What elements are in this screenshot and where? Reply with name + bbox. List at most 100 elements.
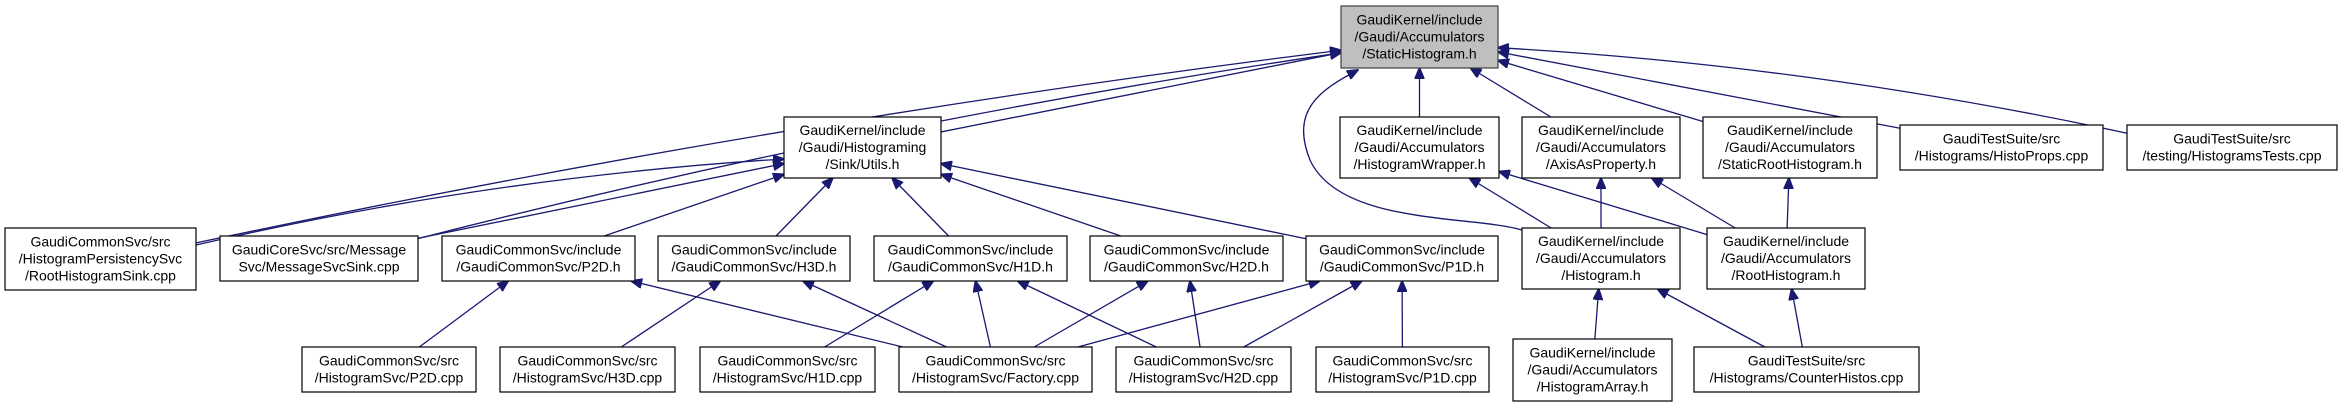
node-histoarray[interactable]: GaudiKernel/include/Gaudi/Accumulators/H…: [1512, 338, 1673, 402]
edge-h2dh-to-utils: [941, 174, 1122, 237]
node-box: [898, 346, 1093, 393]
node-label-line: GaudiCommonSvc/src: [319, 353, 459, 369]
node-p1dh[interactable]: GaudiCommonSvc/include/GaudiCommonSvc/P1…: [1305, 235, 1499, 282]
node-label-line: /HistogramSvc/P2D.cpp: [315, 370, 464, 386]
edge-utils-to-root: [940, 53, 1341, 133]
node-h2dcpp[interactable]: GaudiCommonSvc/src/HistogramSvc/H2D.cpp: [1115, 346, 1292, 393]
node-label-line: /GaudiCommonSvc/P2D.h: [456, 259, 620, 275]
node-rootsink[interactable]: GaudiCommonSvc/src/HistogramPersistencyS…: [4, 227, 197, 291]
node-box: [1521, 227, 1681, 290]
node-label-line: /HistogramSvc/H2D.cpp: [1129, 370, 1279, 386]
node-label-line: /HistogramArray.h: [1537, 379, 1649, 395]
edge-h3dcpp-to-h3dh: [620, 281, 720, 348]
node-label-line: GaudiKernel/include: [799, 122, 925, 138]
edge-msgsink-to-utils: [417, 164, 784, 239]
node-box: [1340, 5, 1499, 69]
node-box: [4, 227, 197, 291]
node-utils[interactable]: GaudiKernel/include/Gaudi/Histograming/S…: [783, 116, 942, 179]
edge-rootsink-to-root: [195, 50, 1341, 244]
node-label-line: /Gaudi/Accumulators: [1528, 362, 1658, 378]
edge-factory-to-p1dh: [1077, 281, 1320, 348]
node-box: [1706, 227, 1866, 290]
node-wrapper[interactable]: GaudiKernel/include/Gaudi/Accumulators/H…: [1339, 116, 1500, 179]
edge-factory-to-h3dh: [803, 281, 947, 348]
edge-h1dh-to-utils: [892, 178, 950, 237]
node-label-line: /Histogram.h: [1561, 267, 1640, 283]
node-histoprops[interactable]: GaudiTestSuite/src/Histograms/HistoProps…: [1899, 124, 2104, 171]
node-box: [1512, 338, 1673, 402]
edges-layer: [195, 48, 2128, 348]
edge-p2dh-to-utils: [603, 174, 784, 237]
node-label-line: GaudiCommonSvc/include: [456, 242, 622, 258]
node-label-line: GaudiKernel/include: [1723, 233, 1849, 249]
node-label-line: GaudiCommonSvc/src: [925, 353, 1065, 369]
edge-roothisto-to-wrapper: [1499, 172, 1708, 236]
node-msgsink[interactable]: GaudiCoreSvc/src/MessageSvc/MessageSvcSi…: [219, 235, 419, 282]
node-label-line: GaudiCommonSvc/include: [1104, 242, 1270, 258]
node-label-line: GaudiCommonSvc/src: [517, 353, 657, 369]
node-label-line: /Gaudi/Accumulators: [1355, 29, 1485, 45]
node-label-line: GaudiCommonSvc/include: [671, 242, 837, 258]
node-label-line: GaudiCommonSvc/src: [1332, 353, 1472, 369]
node-label-line: /RootHistogramSink.cpp: [25, 268, 176, 284]
edge-rootsink-to-utils: [195, 159, 784, 246]
node-label-line: /Histograms/HistoProps.cpp: [1915, 148, 2089, 164]
node-label-line: /StaticHistogram.h: [1362, 46, 1476, 62]
node-label-line: /Gaudi/Accumulators: [1355, 139, 1485, 155]
node-roothisto[interactable]: GaudiKernel/include/Gaudi/Accumulators/R…: [1706, 227, 1866, 290]
node-box: [1305, 235, 1499, 282]
node-factory[interactable]: GaudiCommonSvc/src/HistogramSvc/Factory.…: [898, 346, 1093, 393]
node-label-line: /HistogramSvc/Factory.cpp: [912, 370, 1079, 386]
node-label-line: /AxisAsProperty.h: [1546, 156, 1656, 172]
node-label-line: /RootHistogram.h: [1732, 267, 1841, 283]
node-p2dcpp[interactable]: GaudiCommonSvc/src/HistogramSvc/P2D.cpp: [301, 346, 477, 393]
edge-histogram-to-wrapper: [1469, 178, 1552, 229]
node-label-line: /testing/HistogramsTests.cpp: [2143, 148, 2322, 164]
node-label-line: GaudiKernel/include: [1356, 122, 1482, 138]
node-counterhistos[interactable]: GaudiTestSuite/src/Histograms/CounterHis…: [1693, 346, 1920, 393]
node-box: [219, 235, 419, 282]
edge-counterhistos-to-roothisto: [1792, 289, 1803, 348]
node-box: [301, 346, 477, 393]
node-label-line: GaudiKernel/include: [1727, 122, 1853, 138]
node-box: [499, 346, 676, 393]
node-box: [1521, 116, 1681, 179]
node-box: [657, 235, 851, 282]
edge-roothisto-to-staticroot: [1787, 178, 1789, 229]
node-label-line: Svc/MessageSvcSink.cpp: [238, 259, 399, 275]
node-h2dh[interactable]: GaudiCommonSvc/include/GaudiCommonSvc/H2…: [1089, 235, 1284, 282]
node-tests[interactable]: GaudiTestSuite/src/testing/HistogramsTes…: [2126, 124, 2338, 171]
node-h3dcpp[interactable]: GaudiCommonSvc/src/HistogramSvc/H3D.cpp: [499, 346, 676, 393]
node-box: [873, 235, 1068, 282]
node-label-line: /GaudiCommonSvc/P1D.h: [1320, 259, 1484, 275]
node-h1dh[interactable]: GaudiCommonSvc/include/GaudiCommonSvc/H1…: [873, 235, 1068, 282]
node-label-line: /Gaudi/Accumulators: [1721, 250, 1851, 266]
edge-tests-to-root: [1498, 48, 2128, 134]
node-label-line: /Gaudi/Accumulators: [1536, 139, 1666, 155]
node-label-line: GaudiCommonSvc/src: [30, 234, 170, 250]
node-axis[interactable]: GaudiKernel/include/Gaudi/Accumulators/A…: [1521, 116, 1681, 179]
node-label-line: GaudiCommonSvc/src: [1133, 353, 1273, 369]
edge-histoarray-to-histogram: [1595, 289, 1599, 340]
node-h3dh[interactable]: GaudiCommonSvc/include/GaudiCommonSvc/H3…: [657, 235, 851, 282]
node-label-line: GaudiCommonSvc/include: [888, 242, 1054, 258]
node-label-line: GaudiKernel/include: [1538, 122, 1664, 138]
node-box: [441, 235, 636, 282]
edge-h1dcpp-to-h1dh: [824, 281, 934, 348]
node-box: [1339, 116, 1500, 179]
node-h1dcpp[interactable]: GaudiCommonSvc/src/HistogramSvc/H1D.cpp: [699, 346, 876, 393]
node-p2dh[interactable]: GaudiCommonSvc/include/GaudiCommonSvc/P2…: [441, 235, 636, 282]
node-label-line: GaudiKernel/include: [1529, 345, 1655, 361]
node-p1dcpp[interactable]: GaudiCommonSvc/src/HistogramSvc/P1D.cpp: [1315, 346, 1490, 393]
node-label-line: /HistogramSvc/H3D.cpp: [513, 370, 663, 386]
node-staticroot[interactable]: GaudiKernel/include/Gaudi/Accumulators/S…: [1702, 116, 1878, 179]
node-histogram[interactable]: GaudiKernel/include/Gaudi/Accumulators/H…: [1521, 227, 1681, 290]
node-label-line: /HistogramWrapper.h: [1353, 156, 1485, 172]
edge-counterhistos-to-histogram: [1657, 289, 1766, 348]
node-label-line: GaudiCommonSvc/include: [1319, 242, 1485, 258]
edge-p2dcpp-to-p2dh: [418, 281, 508, 348]
node-label-line: /Histograms/CounterHistos.cpp: [1710, 370, 1904, 386]
node-label-line: /Sink/Utils.h: [826, 156, 900, 172]
edge-factory-to-h1dh: [976, 281, 992, 348]
